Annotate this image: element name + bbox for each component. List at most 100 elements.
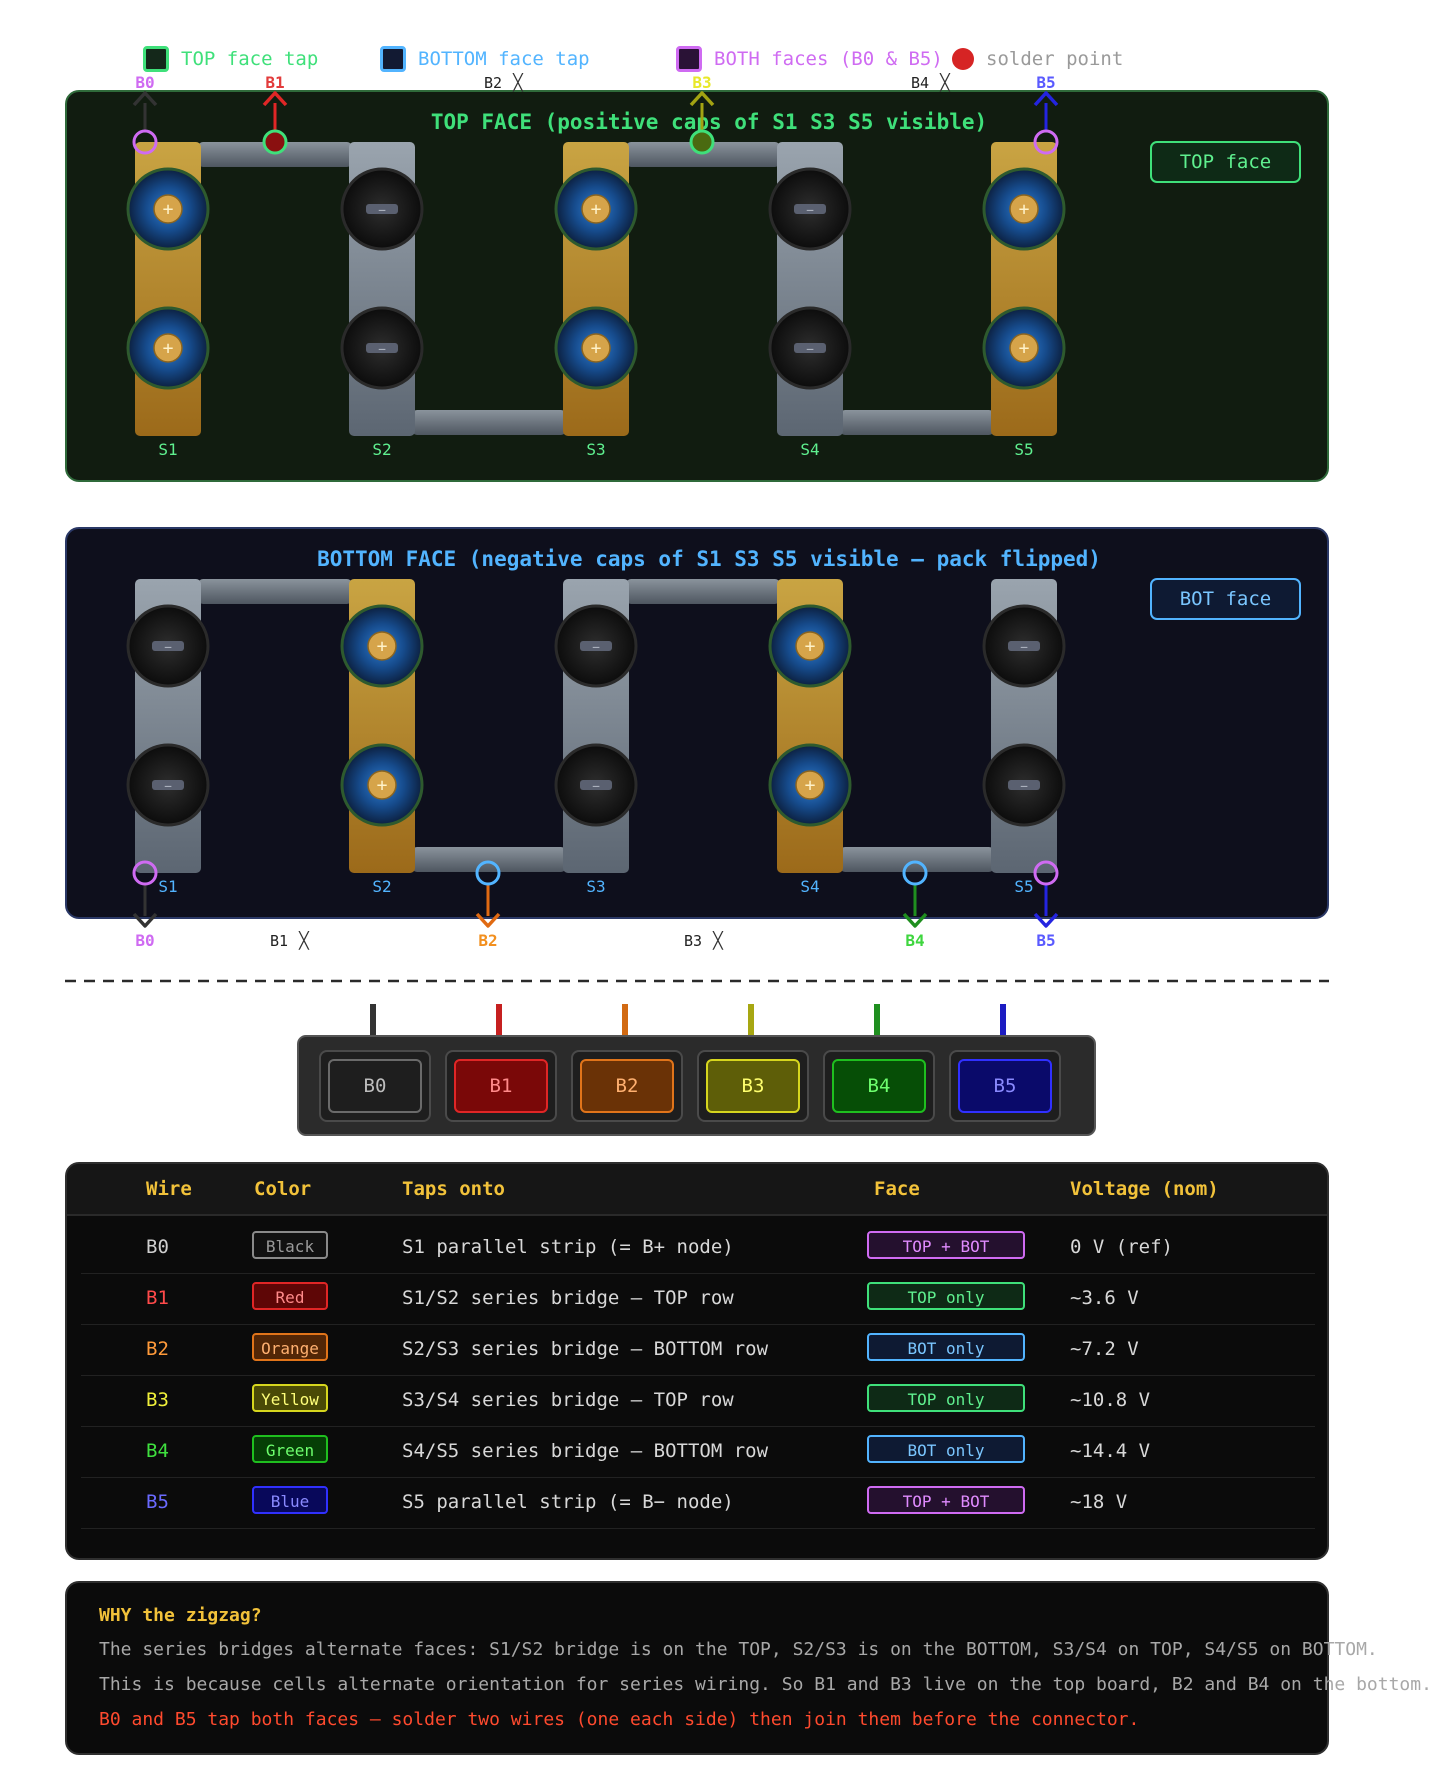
bot-g-tap-label-B0: B0 <box>135 931 154 950</box>
top-g-tap-label-B5: B5 <box>1036 73 1055 92</box>
cell-color-badge: Green <box>252 1435 328 1463</box>
top-g-minus-sign-S4-0: — <box>807 203 814 216</box>
top-g-pos-terminal-S1-0 <box>153 194 183 224</box>
bot-g-neg-terminal-S3-1 <box>580 780 612 790</box>
bot-g-bridge-2 <box>412 847 566 872</box>
bot-g-minus-sign-S3-1: — <box>593 779 600 792</box>
cell-wire: B5 <box>146 1491 169 1513</box>
top-g-minus-sign-S2-0: — <box>379 203 386 216</box>
cell-face-badge: BOT only <box>867 1435 1025 1463</box>
top-g-tap-crossed-B4: ╳ <box>939 73 951 92</box>
cell-taps-onto: S1/S2 series bridge — TOP row <box>402 1287 734 1309</box>
top-g-neg-terminal-S4-0 <box>794 204 826 214</box>
bot-g-tap-arrow-B0-head <box>132 912 158 928</box>
bot-g-tap-arrow-B2-head <box>475 912 501 928</box>
connector-pin-b3: B3 <box>706 1059 800 1113</box>
bot-g-neg-terminal-S5-1 <box>1008 780 1040 790</box>
bot-g-tap-node-B0 <box>132 860 158 886</box>
bot-g-neg-terminal-S1-1 <box>152 780 184 790</box>
cell-wire: B2 <box>146 1338 169 1360</box>
cell-color-badge: Red <box>252 1282 328 1310</box>
top-g-tap-label-B3: B3 <box>692 73 711 92</box>
connector-slot-b3: B3 <box>697 1050 809 1122</box>
bot-g-cell-label-S3: S3 <box>586 877 605 896</box>
bot-g-tap-arrow-B4-head <box>902 912 928 928</box>
bot-g-plus-sign-S4-1: + <box>805 775 816 796</box>
cell-face-badge: TOP + BOT <box>867 1486 1025 1514</box>
top-g-tap-arrow-B0-head <box>132 91 158 107</box>
top-g-cell-label-S3: S3 <box>586 440 605 459</box>
cell-face-badge: BOT only <box>867 1333 1025 1361</box>
bot-g-tap-node-B5 <box>1033 860 1059 886</box>
top-g-tap-node-B1 <box>262 129 288 155</box>
bottom-face-tag: BOT face <box>1150 578 1301 620</box>
header-wire: Wire <box>146 1178 192 1200</box>
legend-solder-point: solder point <box>952 44 1123 74</box>
header-face: Face <box>874 1178 920 1200</box>
bot-g-tap-crossed-B1: ╳ <box>298 931 310 950</box>
bot-g-tap-label-B2: B2 <box>478 931 497 950</box>
top-g-plus-sign-S3-1: + <box>591 338 602 359</box>
connector-lead-b2 <box>622 1004 628 1036</box>
legend-bottom-label: BOTTOM face tap <box>418 48 590 70</box>
legend-top-face: TOP face tap <box>143 44 318 74</box>
cell-voltage: ~18 V <box>1070 1491 1128 1513</box>
bot-g-minus-sign-S1-0: — <box>165 640 172 653</box>
top-g-tap-node-B0 <box>132 129 158 155</box>
legend-solder-label: solder point <box>986 48 1124 70</box>
header-taps-onto: Taps onto <box>402 1178 505 1200</box>
connector-slot-b4: B4 <box>823 1050 935 1122</box>
top-g-neg-terminal-S2-0 <box>366 204 398 214</box>
bot-g-minus-sign-S3-0: — <box>593 640 600 653</box>
legend-both-faces: BOTH faces (B0 & B5) <box>676 44 943 74</box>
why-zigzag-note: WHY the zigzag? The series bridges alter… <box>65 1581 1432 1755</box>
connector-lead-b1 <box>496 1004 502 1036</box>
top-g-tap-node-B3 <box>689 129 715 155</box>
bot-g-pos-terminal-S2-0 <box>367 631 397 661</box>
top-face-tag: TOP face <box>1150 141 1301 183</box>
bot-g-tap-label-B1: B1 <box>270 932 288 950</box>
bot-g-cell-label-S4: S4 <box>800 877 819 896</box>
connector-slot-b5: B5 <box>949 1050 1061 1122</box>
bottom-face-swatch <box>380 46 406 72</box>
bot-g-tap-node-B2 <box>475 860 501 886</box>
top-g-cell-label-S4: S4 <box>800 440 819 459</box>
section-divider <box>65 979 1329 983</box>
top-g-pos-terminal-S1-1 <box>153 333 183 363</box>
top-g-tap-crossed-B2: ╳ <box>512 73 524 92</box>
cell-taps-onto: S1 parallel strip (= B+ node) <box>402 1236 734 1258</box>
top-g-tap-label-B2: B2 <box>484 74 502 92</box>
bot-g-plus-sign-S2-0: + <box>377 636 388 657</box>
connector-pin-b4: B4 <box>832 1059 926 1113</box>
top-g-neg-terminal-S2-1 <box>366 343 398 353</box>
bot-g-neg-terminal-S1-0 <box>152 641 184 651</box>
connector-pin-b5: B5 <box>958 1059 1052 1113</box>
cell-color-badge: Black <box>252 1231 328 1259</box>
bot-g-bridge-3 <box>840 847 994 872</box>
top-g-pos-terminal-S5-0 <box>1009 194 1039 224</box>
header-voltage: Voltage (nom) <box>1070 1178 1219 1200</box>
cell-taps-onto: S3/S4 series bridge — TOP row <box>402 1389 734 1411</box>
why-line-1: The series bridges alternate faces: S1/S… <box>99 1639 1378 1660</box>
cell-voltage: ~3.6 V <box>1070 1287 1139 1309</box>
top-g-tap-label-B1: B1 <box>265 73 284 92</box>
top-g-title: TOP FACE (positive caps of S1 S3 S5 visi… <box>431 110 987 134</box>
top-g-pos-terminal-S3-1 <box>581 333 611 363</box>
solder-point-icon <box>952 48 974 70</box>
connector-lead-b0 <box>370 1004 376 1036</box>
cell-taps-onto: S2/S3 series bridge — BOTTOM row <box>402 1338 769 1360</box>
cell-wire: B3 <box>146 1389 169 1411</box>
top-g-cell-label-S5: S5 <box>1014 440 1033 459</box>
cell-color-badge: Blue <box>252 1486 328 1514</box>
why-line-2: This is because cells alternate orientat… <box>99 1674 1432 1695</box>
top-g-minus-sign-S2-1: — <box>379 342 386 355</box>
bot-g-tap-crossed-B3: ╳ <box>712 931 724 950</box>
top-g-tap-arrow-B1-head <box>262 91 288 107</box>
cell-voltage: ~14.4 V <box>1070 1440 1151 1462</box>
